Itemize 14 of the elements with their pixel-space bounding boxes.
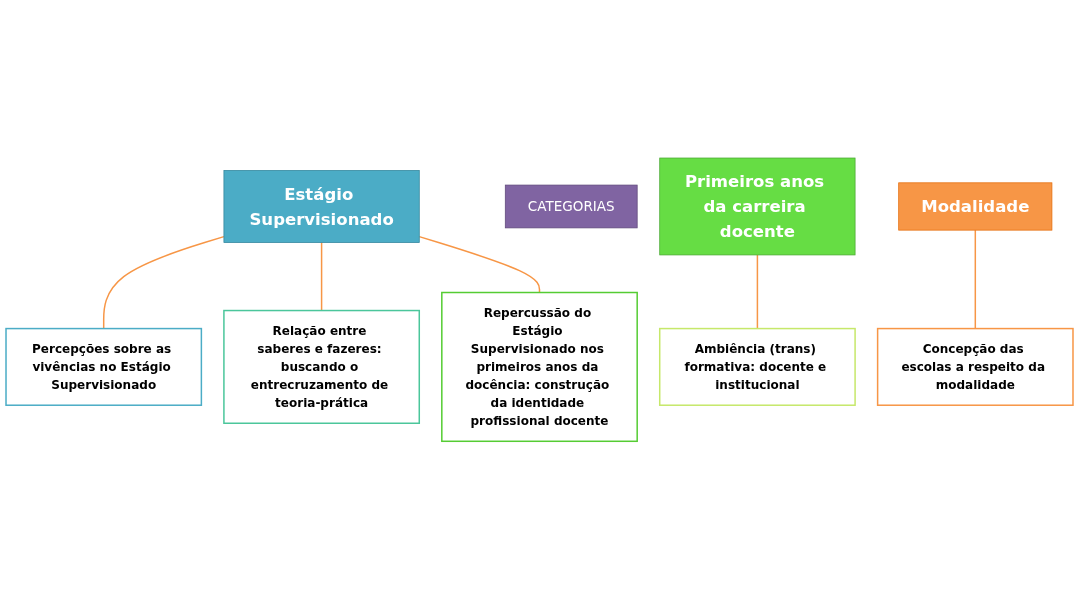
node-box: Percepções sobre as vivências no Estágio Supervisionado (5, 328, 203, 407)
node-box: Repercussão do Estágio Supervisionado nos primeiros anos da docência: construção da identidade profissional docente (441, 292, 638, 443)
connector (320, 242, 323, 312)
node-box: CATEGORIAS (504, 185, 638, 229)
node-box: Estágio Supervisionado (223, 170, 420, 244)
connector (756, 254, 759, 330)
node-box: Ambiência (trans) formativa: docente e institucional (658, 328, 856, 407)
connector (974, 229, 977, 330)
connector (102, 236, 225, 330)
node-box: Concepção das escolas a respeito da modalidade (876, 328, 1074, 407)
node-box: Modalidade (898, 182, 1053, 231)
node-box: Primeiros anos da carreira docente (659, 157, 856, 256)
node-box: Relação entre saberes e fazeres: buscando o entrecruzamento de teoria-prática (223, 310, 421, 425)
connector (418, 236, 541, 294)
